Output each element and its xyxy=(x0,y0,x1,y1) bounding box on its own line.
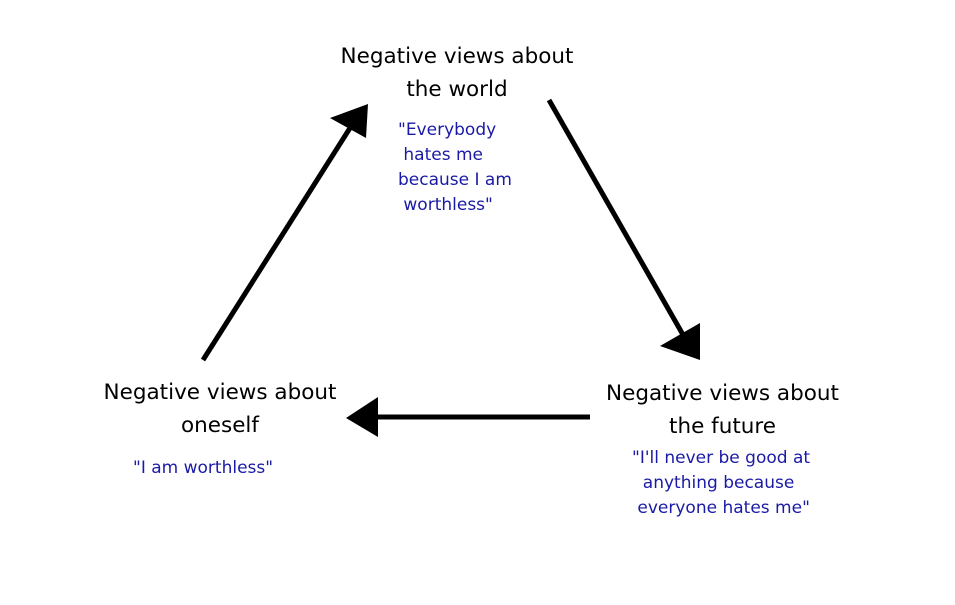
node-self-quote: "I am worthless" xyxy=(133,458,274,478)
node-world-title-line2: the world xyxy=(406,77,508,102)
node-world-title-line1: Negative views about xyxy=(340,44,574,69)
node-future-title-line2: the future xyxy=(669,414,776,439)
node-self-title-line1: Negative views about xyxy=(103,380,337,405)
node-future-quote: "I'll never be good at anything because … xyxy=(632,448,811,518)
arrow-world-to-future xyxy=(546,98,700,360)
arrow-future-to-self xyxy=(346,397,590,437)
arrow-self-to-world xyxy=(200,104,368,362)
node-future-title: Negative views about the future xyxy=(585,377,860,443)
node-world-title: Negative views about the world xyxy=(322,40,592,106)
node-self-title-line2: oneself xyxy=(181,413,259,438)
node-future-title-line1: Negative views about xyxy=(606,381,839,406)
node-self-title: Negative views about oneself xyxy=(85,376,355,442)
node-world-quote: "Everybody hates me because I am worthle… xyxy=(398,120,512,215)
